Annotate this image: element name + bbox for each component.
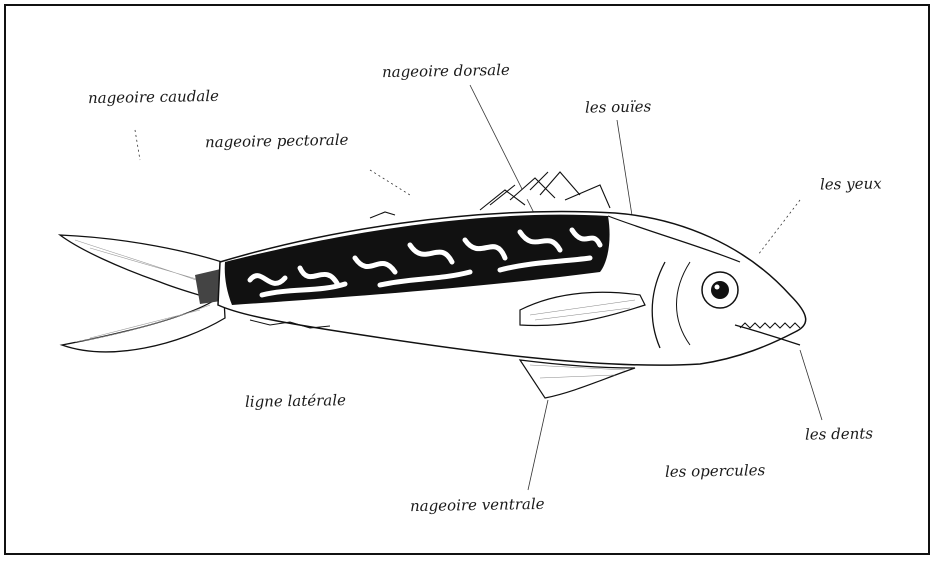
ventral-fin — [520, 360, 635, 398]
leader-yeux — [758, 200, 800, 255]
label-ouies: les ouïes — [585, 97, 652, 116]
leader-pectorale — [370, 170, 410, 195]
label-dents: les dents — [805, 424, 873, 443]
leader-ventrale — [528, 400, 548, 490]
label-opercules: les opercules — [665, 461, 766, 481]
leader-caudale — [135, 130, 140, 160]
label-caudale: nageoire caudale — [88, 87, 219, 107]
label-dorsale: nageoire dorsale — [382, 61, 510, 81]
label-yeux: les yeux — [820, 174, 882, 193]
label-pectorale: nageoire pectorale — [205, 131, 349, 152]
caudal-fin — [60, 235, 228, 352]
eye — [702, 272, 738, 308]
label-ventrale: nageoire ventrale — [410, 495, 545, 515]
label-laterale: ligne latérale — [245, 391, 346, 411]
leader-dents — [800, 350, 822, 420]
